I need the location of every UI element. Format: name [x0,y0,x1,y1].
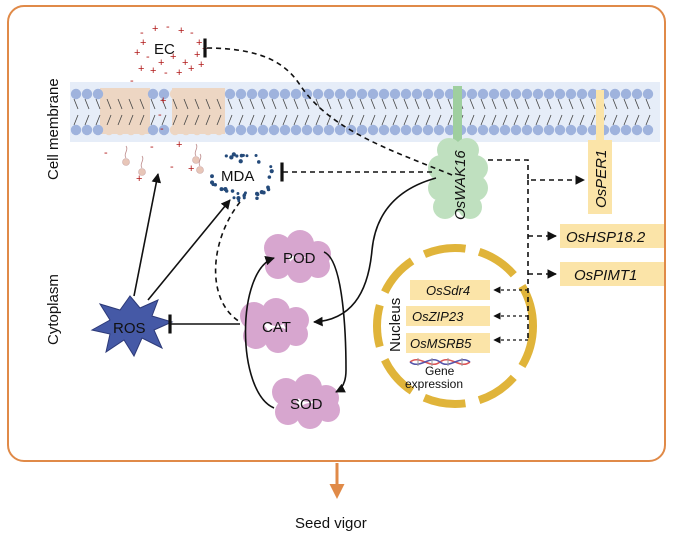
ros-to-mda [147,199,231,301]
sod-label: SOD [290,396,323,413]
ion-release: --+-++ [104,139,204,185]
sod-blob [272,374,340,429]
ros-to-ion-release [133,173,162,297]
svg-text:-: - [158,109,162,121]
svg-text:+: + [196,37,202,49]
oshsp18-label: OsHSP18.2 [566,229,646,246]
ec-cluster: -+-+-++-++++++-+++++-+-- [130,21,208,135]
oswak16-label: OsWAK16 [452,150,469,220]
svg-text:+: + [176,139,182,151]
cell-membrane-label: Cell membrane [45,78,62,180]
oszip23-box [406,306,490,326]
svg-text:-: - [190,27,194,39]
cell-boundary [7,5,666,462]
svg-text:+: + [188,63,194,75]
svg-text:+: + [150,65,156,77]
seed-vigor-label: Seed vigor [295,515,367,532]
svg-text:+: + [140,37,146,49]
svg-text:+: + [152,23,158,35]
ec-label: EC [154,41,175,58]
ossdr4-label: OsSdr4 [426,283,470,298]
oswak16-receptor [428,86,488,219]
svg-text:+: + [182,57,188,69]
svg-text:+: + [194,49,200,61]
osmsrb5-label: OsMSRB5 [410,336,472,351]
svg-text:-: - [140,27,144,39]
cell-membrane [70,82,660,142]
osmsrb5-box [406,333,490,353]
svg-text:+: + [178,25,184,37]
ossdr4-box [410,280,490,300]
svg-text:-: - [164,67,168,79]
cat-label: CAT [262,319,291,336]
osper1-label: OsPER1 [593,150,610,208]
oszip23-label: OsZIP23 [412,309,464,324]
pod-blob [264,230,331,283]
mda-label: MDA [221,168,254,185]
pod-label: POD [283,250,316,267]
mda-to-cat [214,201,241,323]
dna-helix-icon [409,358,471,366]
svg-text:-: - [166,21,170,33]
svg-text:+: + [134,47,140,59]
wak16-to-osper1 [488,159,585,185]
mda-cluster [209,152,274,203]
wak16-inhibits-ec [203,38,453,176]
oshsp18-box [560,224,664,248]
ospimt1-box [560,262,664,286]
ospimt1-label: OsPIMT1 [574,267,637,284]
svg-text:-: - [160,123,164,135]
pod-to-sod-loop [323,251,347,393]
nucleus-label: Nucleus [387,298,404,352]
cytoplasm-label: Cytoplasm [45,274,62,345]
svg-text:+: + [198,59,204,71]
osper1-protein [588,90,612,214]
wak16-to-cat [313,177,437,327]
svg-text:+: + [170,51,176,63]
ros-label: ROS [113,320,146,337]
svg-text:+: + [158,57,164,69]
svg-text:+: + [188,163,194,175]
ros-star [90,295,174,358]
svg-text:-: - [146,51,150,63]
gene-expression-line2: expression [405,377,463,391]
nucleus [373,244,537,408]
svg-text:+: + [160,95,166,107]
svg-text:+: + [202,43,208,55]
sod-to-pod-loop [244,256,275,409]
svg-text:-: - [130,75,134,87]
svg-text:+: + [176,67,182,79]
svg-text:-: - [104,147,108,159]
gene-expression-line1: Gene [425,364,455,378]
svg-text:-: - [170,161,174,173]
svg-text:+: + [136,173,142,185]
svg-text:-: - [150,141,154,153]
svg-text:+: + [138,63,144,75]
